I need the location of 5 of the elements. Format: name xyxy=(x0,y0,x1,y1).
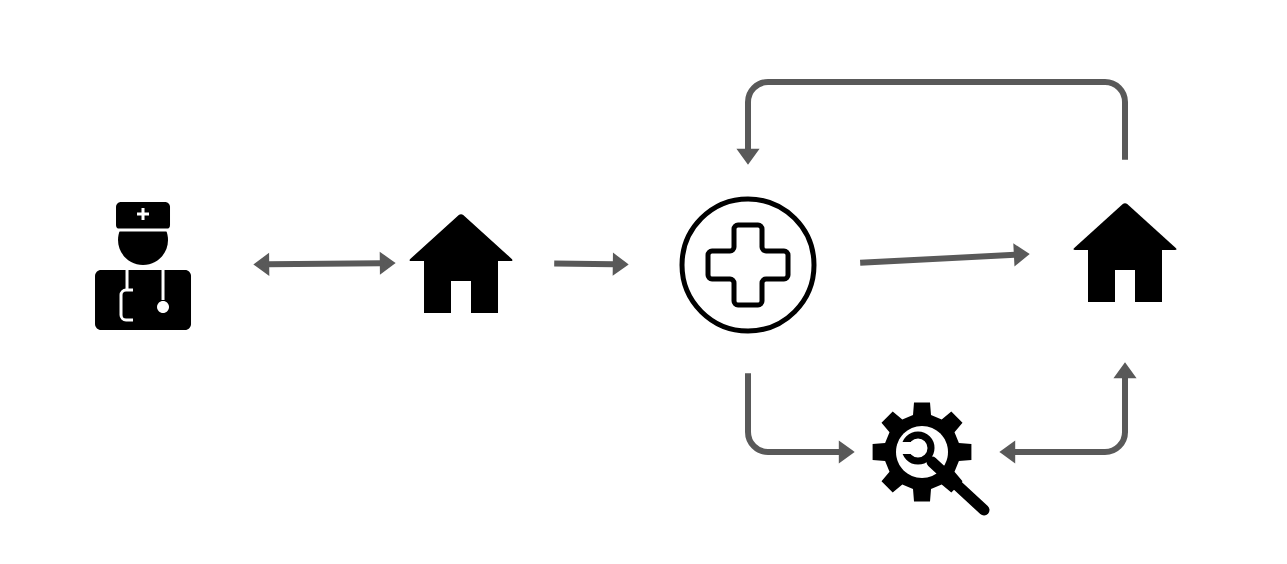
gear-wrench-icon xyxy=(872,402,990,516)
house-icon xyxy=(1073,203,1177,302)
doctor-icon xyxy=(95,202,191,330)
house-icon xyxy=(409,214,513,313)
hospital-icon xyxy=(679,196,817,334)
